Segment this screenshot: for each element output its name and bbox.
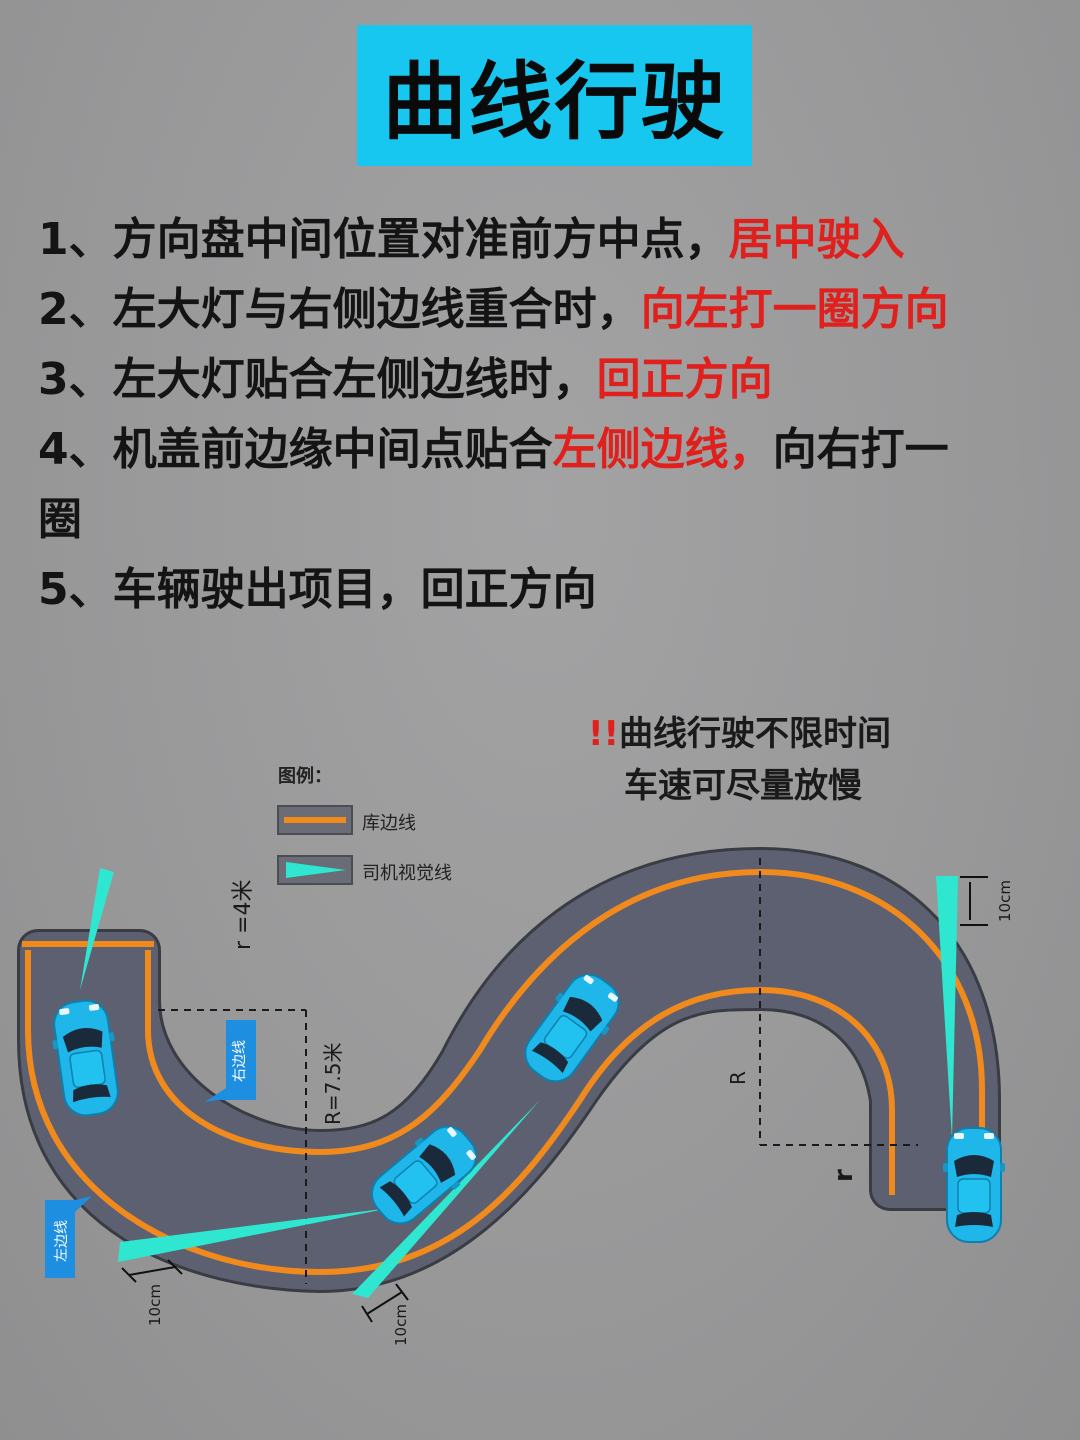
title-banner: 曲线行驶 <box>357 25 752 166</box>
step-highlight: 向左打一圈方向 <box>640 284 949 335</box>
edge-line-inner-right <box>759 987 895 1195</box>
notice: !!曲线行驶不限时间 车速可尽量放慢 <box>588 708 891 812</box>
step-3: 3、左大灯贴合左侧边线时，回正方向 <box>38 345 773 415</box>
label-R-left: R=7.5米 <box>321 1043 345 1125</box>
sight-line-3 <box>352 1100 540 1298</box>
sight-line-1 <box>80 868 114 990</box>
step-text: 方向盘中间位置对准前方中点， <box>112 214 729 265</box>
right-line-label: 右边线 <box>232 1040 248 1082</box>
road <box>17 847 1001 1293</box>
step-text: 圈 <box>38 494 82 545</box>
road-surface <box>28 869 995 1273</box>
left-line-tag <box>45 1196 92 1278</box>
legend-title: 图例： <box>278 766 332 787</box>
step-highlight: 回正方向 <box>596 354 773 405</box>
sight-lines <box>80 868 958 1298</box>
step-text: 左大灯贴合左侧边线时， <box>112 354 597 405</box>
step-text: 机盖前边缘中间点贴合 <box>112 424 553 475</box>
step-5: 5、车辆驶出项目，回正方向 <box>38 555 597 625</box>
sight-line-2 <box>118 1208 390 1262</box>
step-number: 1、 <box>38 214 113 265</box>
step-number: 4、 <box>38 424 113 475</box>
step-highlight: 居中驶入 <box>728 214 905 265</box>
dist-label-2: 10cm <box>146 1284 164 1326</box>
sight-line-4 <box>936 876 958 1140</box>
step-4-continued: 圈 <box>38 485 82 555</box>
step-4: 4、机盖前边缘中间点贴合左侧边线，向右打一 <box>38 415 949 485</box>
legend-label-sight: 司机视觉线 <box>362 863 452 884</box>
page-title: 曲线行驶 <box>382 53 727 151</box>
step-highlight: 左侧边线， <box>552 424 773 475</box>
edge-line-outer-left <box>25 950 761 1276</box>
notice-line-1: 曲线行驶不限时间 <box>619 714 892 754</box>
left-line-label: 左边线 <box>54 1220 70 1262</box>
step-number: 3、 <box>38 354 113 405</box>
notice-line-2: 车速可尽量放慢 <box>624 766 862 806</box>
dist-label-3: 10cm <box>392 1304 410 1346</box>
right-line-tag <box>205 1020 256 1102</box>
car-4 <box>942 1127 1006 1243</box>
step-number: 5、 <box>38 564 113 615</box>
warning-icon: !! <box>588 714 620 754</box>
legend-label-edge: 库边线 <box>362 813 416 834</box>
step-number: 2、 <box>38 284 113 335</box>
step-1: 1、方向盘中间位置对准前方中点，居中驶入 <box>38 205 905 275</box>
step-2: 2、左大灯与右侧边线重合时，向左打一圈方向 <box>38 275 949 345</box>
radius-lines <box>158 858 918 1284</box>
edge-line-outer-right <box>145 868 985 1195</box>
legend-sight-swatch <box>286 862 346 878</box>
step-text: 车辆驶出项目，回正方向 <box>112 564 597 615</box>
label-r-left: r =4米 <box>231 880 256 950</box>
label-r-right: r <box>829 1169 859 1182</box>
step-text: 左大灯与右侧边线重合时， <box>112 284 641 335</box>
legend-swatches <box>277 805 353 885</box>
measure-marks <box>121 876 988 1323</box>
dist-label-1: 10cm <box>996 880 1014 922</box>
label-R-right: R <box>726 1071 750 1085</box>
tags <box>45 1020 256 1278</box>
step-text-after: 向右打一 <box>772 424 949 475</box>
